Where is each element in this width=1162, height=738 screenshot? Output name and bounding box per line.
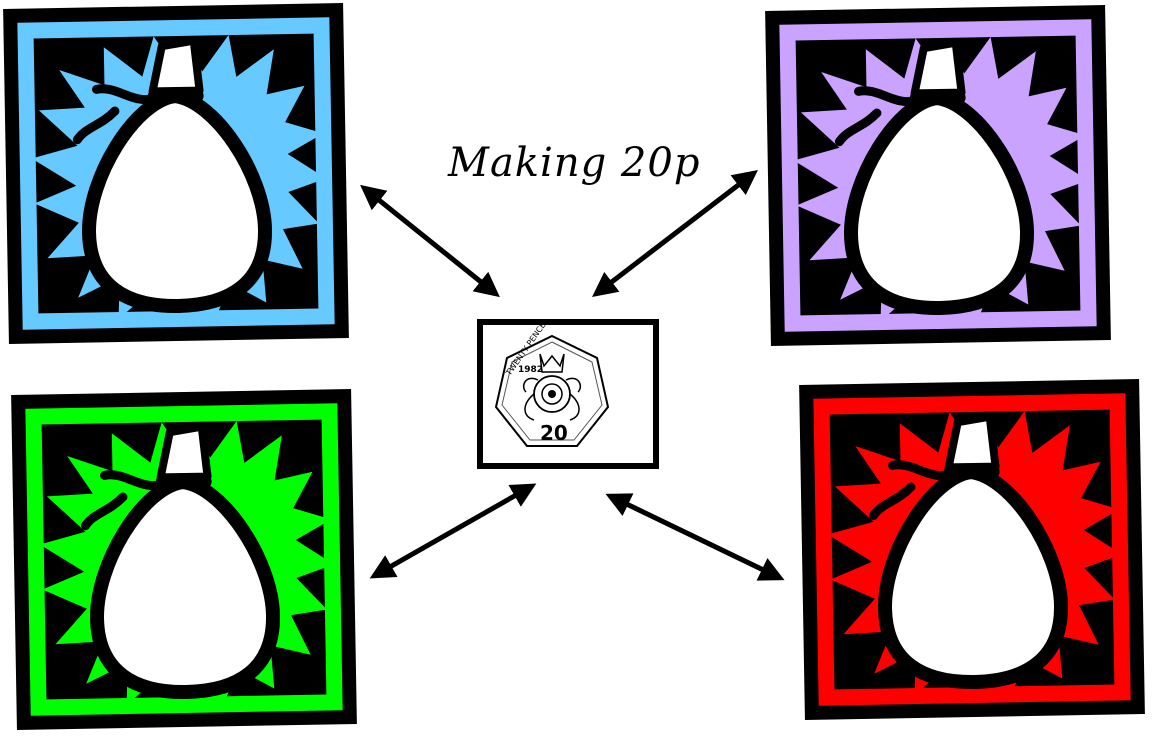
money-bag-bottom-left — [11, 389, 357, 730]
coin-box: TWENTY PENCE 1982 20 — [480, 321, 656, 466]
arrow-top-left — [364, 188, 496, 294]
arrow-bottom-right — [610, 496, 780, 578]
money-bag-top-right — [765, 5, 1111, 346]
diagram-title: Making 20p — [448, 140, 700, 186]
arrow-top-right — [596, 173, 754, 294]
coin-year: 1982 — [518, 365, 543, 375]
money-bag-top-left — [3, 3, 349, 344]
coin-value: 20 — [540, 421, 568, 445]
arrow-bottom-left — [374, 486, 532, 576]
money-bag-bottom-right — [799, 379, 1145, 720]
